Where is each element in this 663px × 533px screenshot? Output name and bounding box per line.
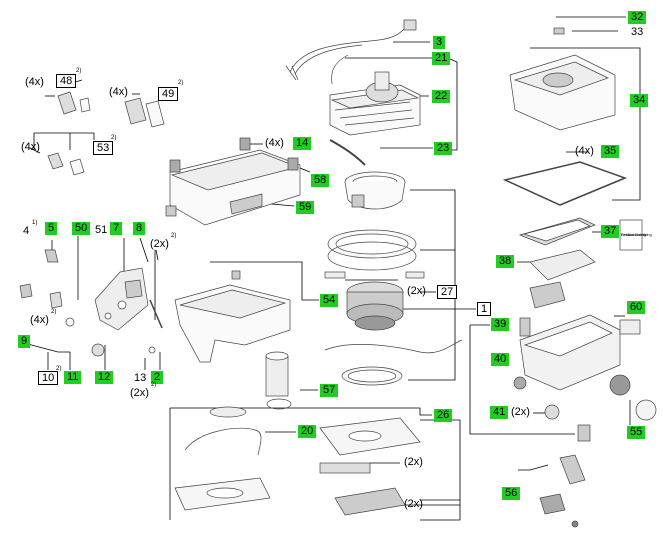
callout-part-10: 10 bbox=[38, 371, 59, 385]
leaflet-line-2: Festool booklet bbox=[621, 232, 649, 237]
callout-part-22: 22 bbox=[432, 90, 451, 103]
callout-part-49-qty: (4x) bbox=[109, 86, 128, 98]
callout-part-27-qty: (2x) bbox=[407, 285, 426, 297]
callout-part-27: 27 bbox=[437, 285, 458, 299]
callout-part-40: 40 bbox=[491, 353, 510, 366]
callout-part-26: 26 bbox=[434, 409, 453, 422]
callout-part-55: 55 bbox=[627, 426, 646, 439]
callout-part-38: 38 bbox=[496, 255, 515, 268]
footnote-mark-49: 2) bbox=[178, 80, 184, 86]
callout-part-12: 12 bbox=[95, 371, 114, 384]
callout-part-26-qty-1: (2x) bbox=[404, 456, 423, 468]
callout-part-33: 33 bbox=[631, 26, 644, 38]
callout-part-14-qty: (4x) bbox=[265, 137, 284, 149]
callout-part-57: 57 bbox=[320, 384, 339, 397]
callout-part-35-qty: (4x) bbox=[575, 145, 594, 157]
callout-part-48: 48 bbox=[56, 74, 77, 88]
callout-part-53-qty: (4x) bbox=[21, 141, 40, 153]
callout-part-48-qty: (4x) bbox=[25, 76, 44, 88]
callout-part-50: 50 bbox=[72, 222, 91, 235]
callout-part-26-qty-2: (2x) bbox=[404, 498, 423, 510]
callout-part-11: 11 bbox=[64, 371, 82, 384]
callout-part-13: 13 bbox=[134, 372, 147, 384]
callout-part-23: 23 bbox=[434, 142, 453, 155]
callout-part-5: 5 bbox=[45, 222, 58, 235]
callout-part-41: 41 bbox=[490, 406, 509, 419]
footnote-mark-2: 2) bbox=[151, 382, 157, 388]
callout-part-51: 51 bbox=[95, 224, 108, 236]
footnote-mark-53: 2) bbox=[111, 135, 117, 141]
leaflet-line-1: Festool Fixing bbox=[621, 232, 646, 237]
callout-part-2-qty: (2x) bbox=[130, 387, 149, 399]
callout-part-59: 59 bbox=[296, 201, 315, 214]
footnote-mark-10: 2) bbox=[56, 366, 62, 372]
callout-part-3: 3 bbox=[433, 36, 446, 49]
callout-part-39: 39 bbox=[491, 318, 510, 331]
callout-part-34: 34 bbox=[630, 94, 649, 107]
callout-part-7: 7 bbox=[110, 222, 123, 235]
callout-part-2: 2 bbox=[151, 371, 164, 384]
callout-part-37: 37 bbox=[601, 225, 620, 238]
part-drawings bbox=[19, 19, 657, 528]
callout-part-20: 20 bbox=[298, 425, 317, 438]
callout-part-21: 21 bbox=[432, 52, 451, 65]
footnote-mark-48: 2) bbox=[76, 68, 82, 74]
footnote-mark-8: 2) bbox=[171, 233, 177, 239]
callout-part-4: 4 bbox=[23, 225, 30, 237]
callout-part-1: 1 bbox=[477, 302, 492, 316]
callout-part-58: 58 bbox=[311, 174, 330, 187]
callout-part-54: 54 bbox=[320, 294, 339, 307]
callout-part-60: 60 bbox=[627, 301, 646, 314]
footnote-mark-4: 1) bbox=[32, 220, 38, 226]
callout-part-14: 14 bbox=[293, 137, 312, 150]
callout-part-9: 9 bbox=[18, 335, 31, 348]
callout-part-8: 8 bbox=[133, 222, 146, 235]
callout-part-9-qty: (4x) bbox=[30, 314, 49, 326]
callout-part-8-qty: (2x) bbox=[150, 238, 169, 250]
leaflet-line-3: Betriebsanleitung bbox=[621, 232, 652, 237]
callout-part-49: 49 bbox=[158, 87, 179, 101]
callout-part-35: 35 bbox=[601, 145, 620, 158]
callout-part-41-qty: (2x) bbox=[511, 406, 530, 418]
callout-part-32: 32 bbox=[628, 11, 647, 24]
callout-part-56: 56 bbox=[502, 487, 521, 500]
footnote-mark-9: 2) bbox=[51, 309, 57, 315]
callout-part-53: 53 bbox=[93, 141, 114, 155]
